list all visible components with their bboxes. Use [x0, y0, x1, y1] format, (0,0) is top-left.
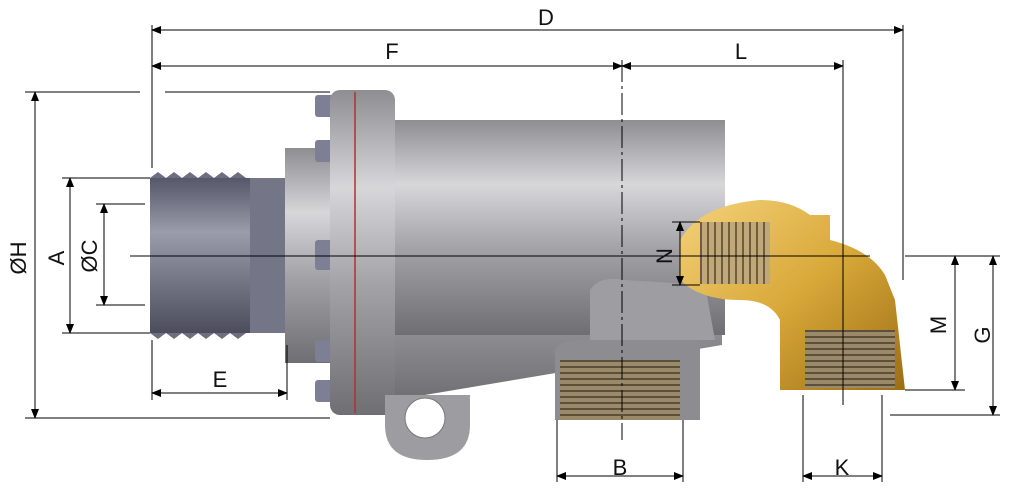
label-L: L [735, 39, 747, 64]
label-F: F [385, 39, 398, 64]
label-D: D [538, 5, 554, 30]
brass-elbow [680, 200, 905, 390]
label-B: B [613, 455, 628, 480]
label-G: G [970, 326, 995, 343]
label-C: ØC [77, 239, 102, 272]
label-N: N [652, 248, 677, 264]
dimension-labels: D F L ØH A ØC N M G E B K [6, 5, 995, 480]
flange [330, 90, 395, 415]
label-A: A [44, 250, 69, 265]
rotary-joint-body [150, 90, 725, 460]
label-E: E [213, 367, 228, 392]
dimension-lines [31, 26, 997, 480]
label-K: K [835, 455, 850, 480]
label-H: ØH [6, 242, 31, 275]
label-M: M [926, 316, 951, 334]
